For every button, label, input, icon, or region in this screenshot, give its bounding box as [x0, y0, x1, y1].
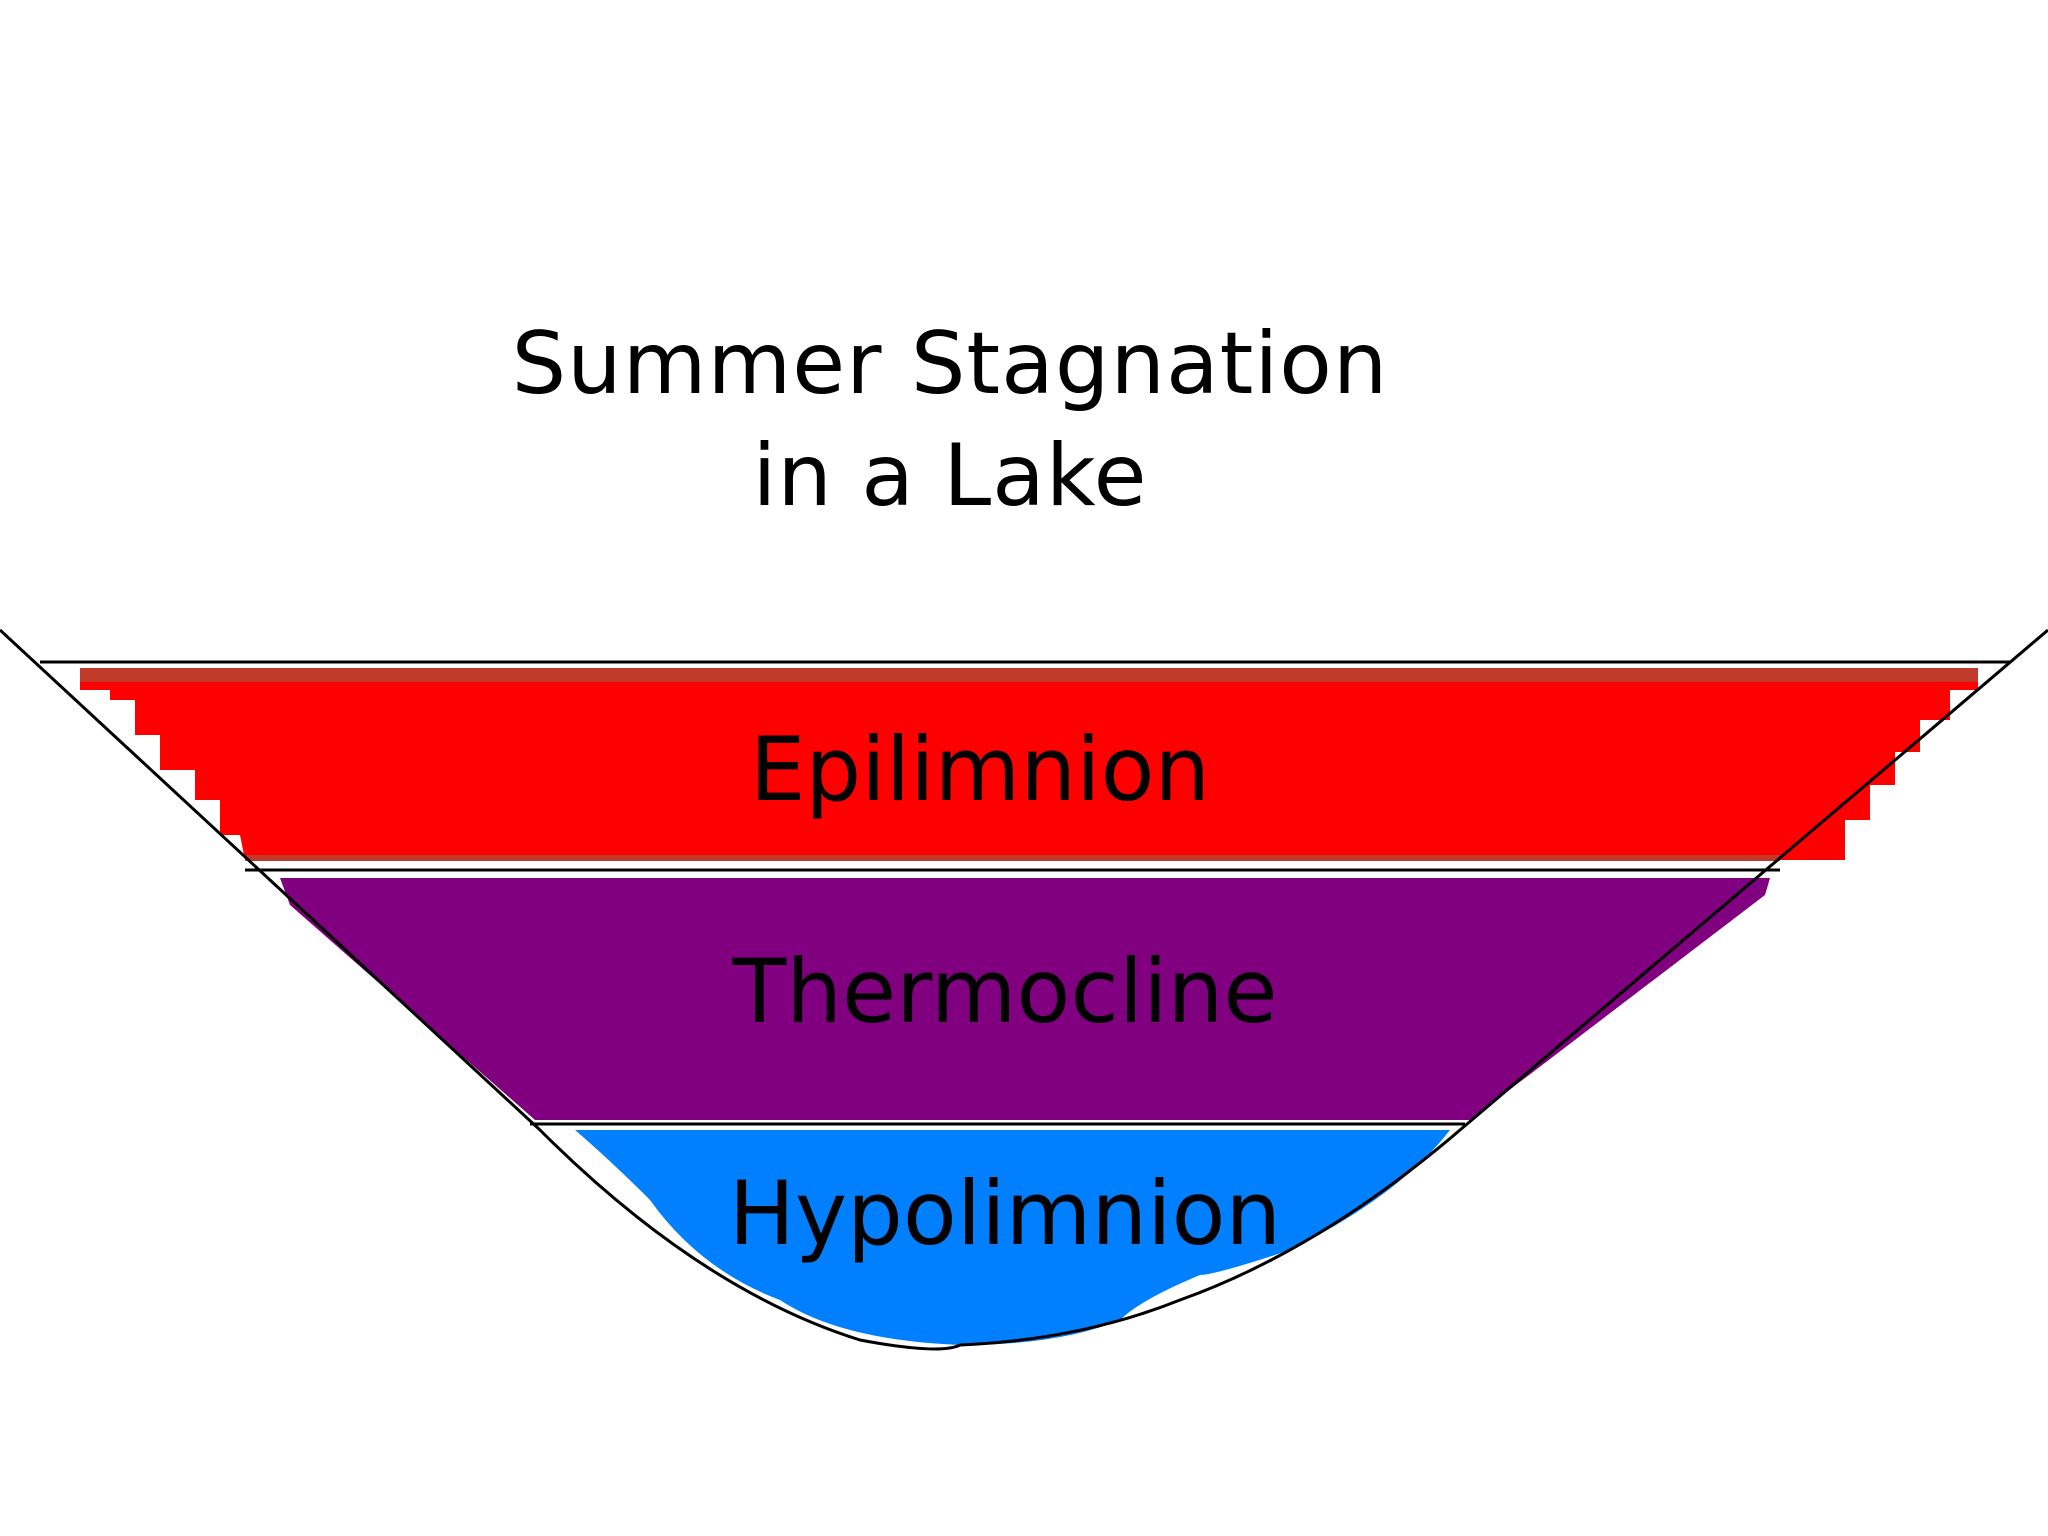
epilimnion-label: Epilimnion [750, 718, 1210, 821]
hypolimnion-label: Hypolimnion [729, 1162, 1281, 1265]
epilimnion-top-band [80, 668, 1978, 682]
thermocline-label: Thermocline [731, 940, 1277, 1043]
